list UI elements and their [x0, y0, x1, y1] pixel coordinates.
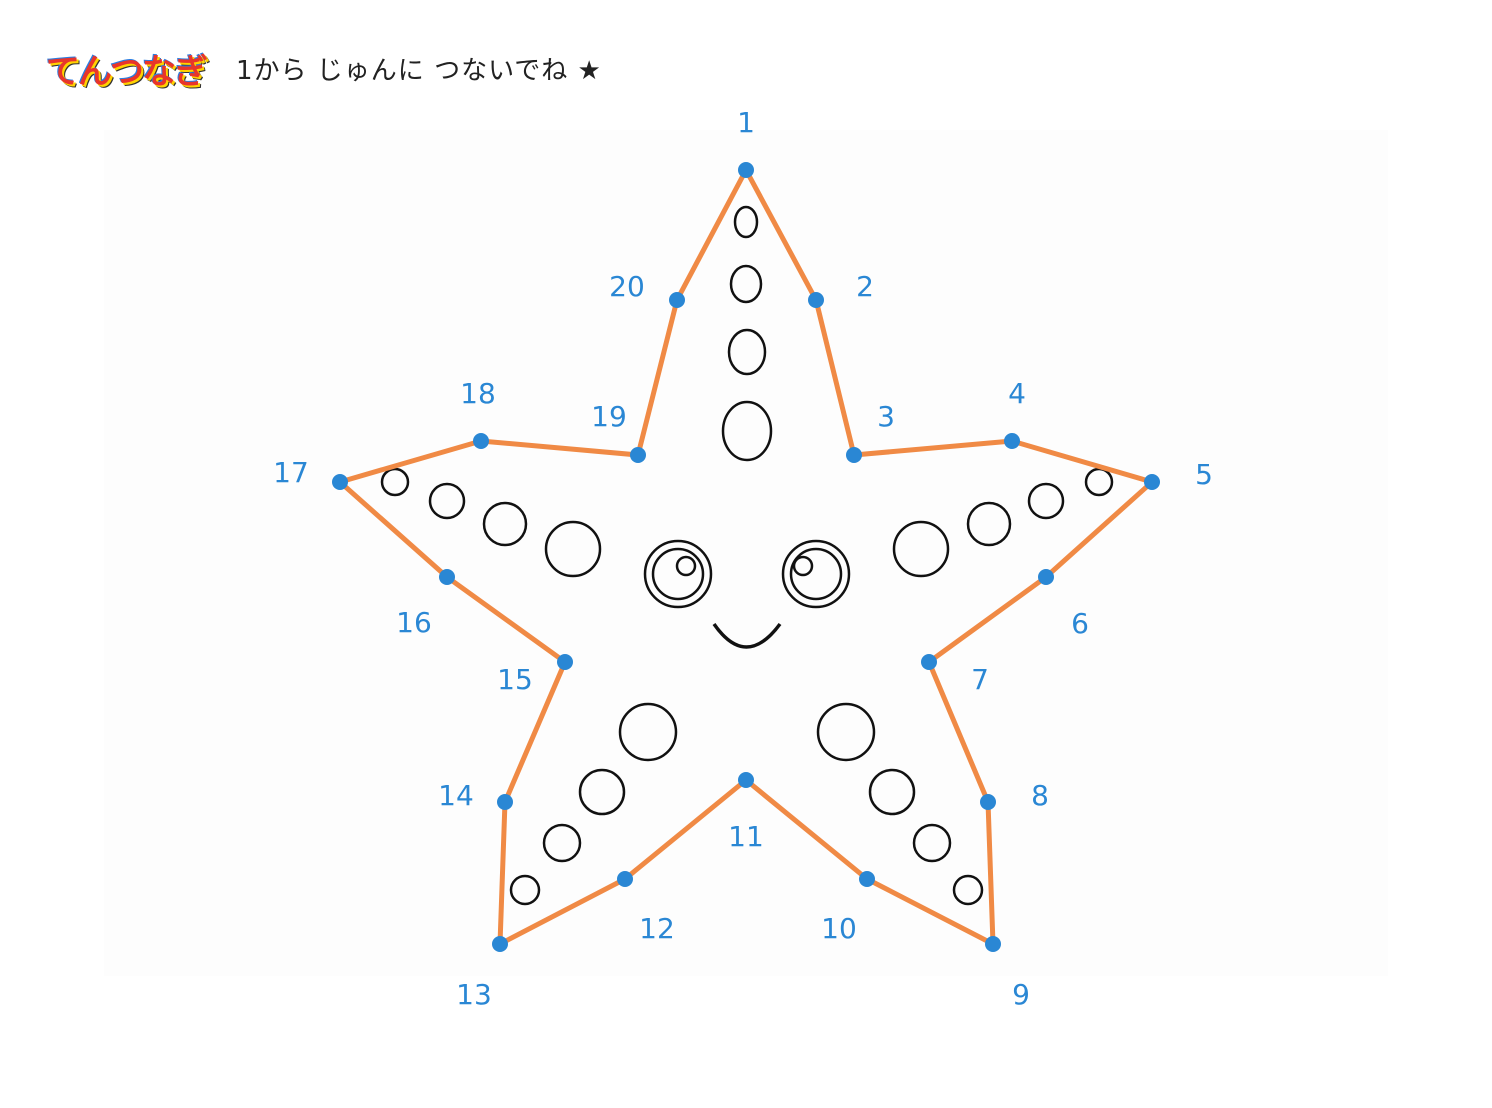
- connection-line-12-13: [497, 876, 628, 947]
- dot-4[interactable]: [1004, 433, 1020, 449]
- dot-label-4: 4: [1008, 377, 1026, 410]
- connection-line-4-5: [1009, 438, 1155, 485]
- dot-label-15: 15: [497, 663, 533, 696]
- connection-line-3-4: [851, 438, 1015, 458]
- dot-9[interactable]: [985, 936, 1001, 952]
- spot: [966, 501, 1012, 547]
- spot: [1084, 467, 1114, 497]
- connection-line-20-1: [674, 167, 749, 303]
- dot-label-6: 6: [1071, 607, 1089, 640]
- dot-label-2: 2: [856, 270, 874, 303]
- spot: [868, 768, 916, 816]
- spot: [482, 501, 528, 547]
- connection-line-9-10: [864, 876, 996, 947]
- spot: [542, 823, 582, 863]
- dot-label-16: 16: [396, 606, 432, 639]
- dot-17[interactable]: [332, 474, 348, 490]
- dot-10[interactable]: [859, 871, 875, 887]
- dot-label-9: 9: [1012, 978, 1030, 1011]
- dot-label-19: 19: [591, 400, 627, 433]
- spot: [721, 400, 773, 462]
- connection-line-17-18: [337, 438, 484, 485]
- right-eye: [781, 539, 851, 609]
- connection-line-18-19: [478, 438, 641, 458]
- spot: [727, 328, 767, 376]
- spot: [912, 823, 952, 863]
- logo-text: てんつなぎ: [46, 51, 208, 92]
- connection-line-16-17: [337, 479, 450, 580]
- connection-line-15-16: [444, 574, 568, 665]
- connection-line-2-3: [813, 297, 857, 458]
- connection-line-13-14: [497, 799, 508, 947]
- dot-15[interactable]: [557, 654, 573, 670]
- dot-label-7: 7: [971, 663, 989, 696]
- dot-12[interactable]: [617, 871, 633, 887]
- instruction-text: 1から じゅんに つないでね ★: [236, 55, 602, 86]
- dot-13[interactable]: [492, 936, 508, 952]
- dot-label-8: 8: [1031, 779, 1049, 812]
- spot: [428, 482, 466, 520]
- spot: [578, 768, 626, 816]
- smile: [712, 622, 782, 649]
- dot-7[interactable]: [921, 654, 937, 670]
- dot-14[interactable]: [497, 794, 513, 810]
- connection-line-14-15: [502, 659, 568, 805]
- dot-label-14: 14: [438, 779, 474, 812]
- dot-3[interactable]: [846, 447, 862, 463]
- connection-line-1-2: [743, 167, 819, 303]
- spot: [544, 520, 602, 578]
- spot: [380, 467, 410, 497]
- spot: [509, 874, 541, 906]
- spot: [618, 702, 678, 762]
- starfish-decorations: [380, 205, 1114, 906]
- dot-6[interactable]: [1038, 569, 1054, 585]
- header: てんつなぎ 1から じゅんに つないでね ★: [46, 40, 602, 96]
- connection-line-5-6: [1043, 479, 1155, 580]
- dot-label-18: 18: [460, 377, 496, 410]
- dot-16[interactable]: [439, 569, 455, 585]
- dot-label-12: 12: [639, 912, 675, 945]
- dot-label-13: 13: [456, 978, 492, 1011]
- dot-18[interactable]: [473, 433, 489, 449]
- dot-label-17: 17: [273, 456, 309, 489]
- spot: [733, 205, 759, 239]
- spot: [816, 702, 876, 762]
- dot-20[interactable]: [669, 292, 685, 308]
- dot-label-11: 11: [728, 820, 764, 853]
- spot: [892, 520, 950, 578]
- dot-19[interactable]: [630, 447, 646, 463]
- spot: [1027, 482, 1065, 520]
- spot: [952, 874, 984, 906]
- dot-5[interactable]: [1144, 474, 1160, 490]
- connection-line-8-9: [985, 799, 996, 947]
- connection-lines: [337, 167, 1155, 947]
- dot-label-3: 3: [877, 400, 895, 433]
- connection-line-7-8: [926, 659, 991, 805]
- worksheet-background: [104, 130, 1388, 976]
- dot-8[interactable]: [980, 794, 996, 810]
- dot-label-1: 1: [737, 106, 755, 139]
- tentsunagi-logo: てんつなぎ: [46, 43, 208, 93]
- dot-label-10: 10: [821, 912, 857, 945]
- spot: [729, 264, 763, 304]
- dot-1[interactable]: [738, 162, 754, 178]
- left-eye: [643, 539, 713, 609]
- dot-2[interactable]: [808, 292, 824, 308]
- connection-line-10-11: [743, 777, 870, 882]
- connection-line-11-12: [622, 777, 749, 882]
- dot-label-20: 20: [609, 270, 645, 303]
- dot-11[interactable]: [738, 772, 754, 788]
- dot-label-5: 5: [1195, 458, 1213, 491]
- connection-line-19-20: [635, 297, 680, 458]
- connection-line-6-7: [926, 574, 1049, 665]
